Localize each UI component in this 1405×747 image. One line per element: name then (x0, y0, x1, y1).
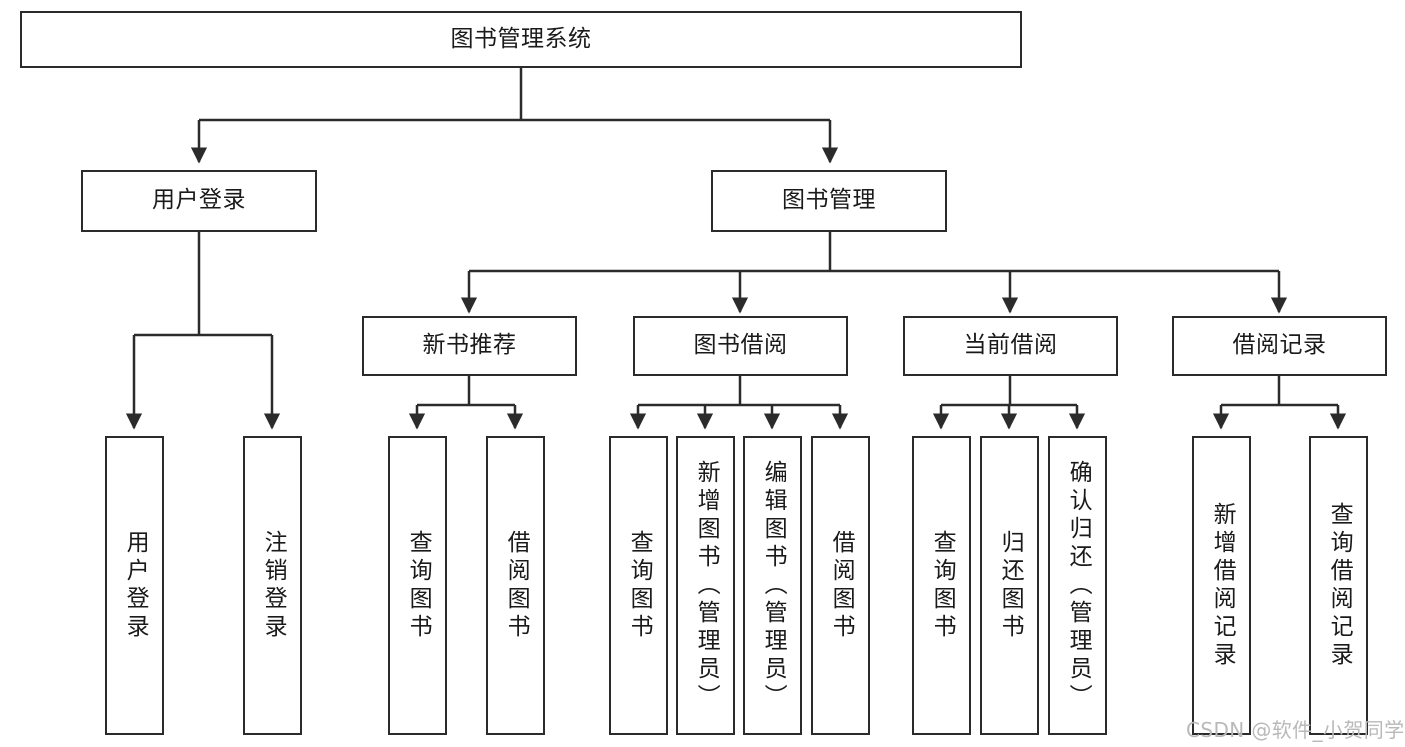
node-new-book-recommend[interactable]: 新书推荐 (362, 316, 577, 376)
node-book-borrow[interactable]: 图书借阅 (633, 316, 848, 376)
node-label: 用户登录 (152, 187, 246, 214)
node-label: 新增借阅记录 (1209, 501, 1236, 670)
node-current-borrow[interactable]: 当前借阅 (903, 316, 1118, 376)
node-label: 图书管理 (782, 187, 876, 214)
node-label: 查询借阅记录 (1326, 501, 1353, 670)
node-user-login[interactable]: 用户登录 (81, 170, 317, 232)
node-label: 借阅图书 (828, 529, 855, 642)
leaf-user-login-logout[interactable]: 注销登录 (243, 436, 302, 735)
node-label: 当前借阅 (963, 332, 1058, 359)
leaf-book-borrow-query-book[interactable]: 查询图书 (609, 436, 668, 735)
node-label: 图书管理系统 (450, 25, 592, 52)
leaf-new-book-borrow-book[interactable]: 借阅图书 (486, 436, 545, 735)
node-label: 借阅图书 (503, 529, 530, 642)
node-label: 图书借阅 (693, 332, 788, 359)
leaf-book-borrow-borrow-book[interactable]: 借阅图书 (811, 436, 870, 735)
node-label: 新增图书（管理员） (693, 459, 720, 712)
node-book-management[interactable]: 图书管理 (711, 170, 947, 232)
leaf-borrow-record-query-record[interactable]: 查询借阅记录 (1309, 436, 1368, 735)
node-label: 用户登录 (122, 529, 149, 642)
csdn-watermark: CSDN @软件_小贺同学 (1186, 718, 1405, 742)
node-label: 确认归还（管理员） (1065, 459, 1092, 712)
leaf-new-book-query-book[interactable]: 查询图书 (388, 436, 447, 735)
node-label: 注销登录 (260, 529, 287, 642)
node-root-book-management-system[interactable]: 图书管理系统 (20, 11, 1022, 68)
node-label: 归还图书 (997, 529, 1024, 642)
leaf-user-login-login[interactable]: 用户登录 (105, 436, 164, 735)
node-label: 借阅记录 (1232, 332, 1327, 359)
node-label: 新书推荐 (422, 332, 517, 359)
node-label: 查询图书 (405, 529, 432, 642)
leaf-current-borrow-query-book[interactable]: 查询图书 (912, 436, 971, 735)
leaf-book-borrow-add-book-admin[interactable]: 新增图书（管理员） (676, 436, 735, 735)
leaf-current-borrow-return-book[interactable]: 归还图书 (980, 436, 1039, 735)
node-label: 查询图书 (929, 529, 956, 642)
node-borrow-record[interactable]: 借阅记录 (1172, 316, 1387, 376)
leaf-book-borrow-edit-book-admin[interactable]: 编辑图书（管理员） (743, 436, 802, 735)
node-label: 编辑图书（管理员） (760, 459, 787, 712)
node-label: 查询图书 (626, 529, 653, 642)
leaf-borrow-record-add-record[interactable]: 新增借阅记录 (1192, 436, 1251, 735)
leaf-current-borrow-confirm-return-admin[interactable]: 确认归还（管理员） (1048, 436, 1107, 735)
